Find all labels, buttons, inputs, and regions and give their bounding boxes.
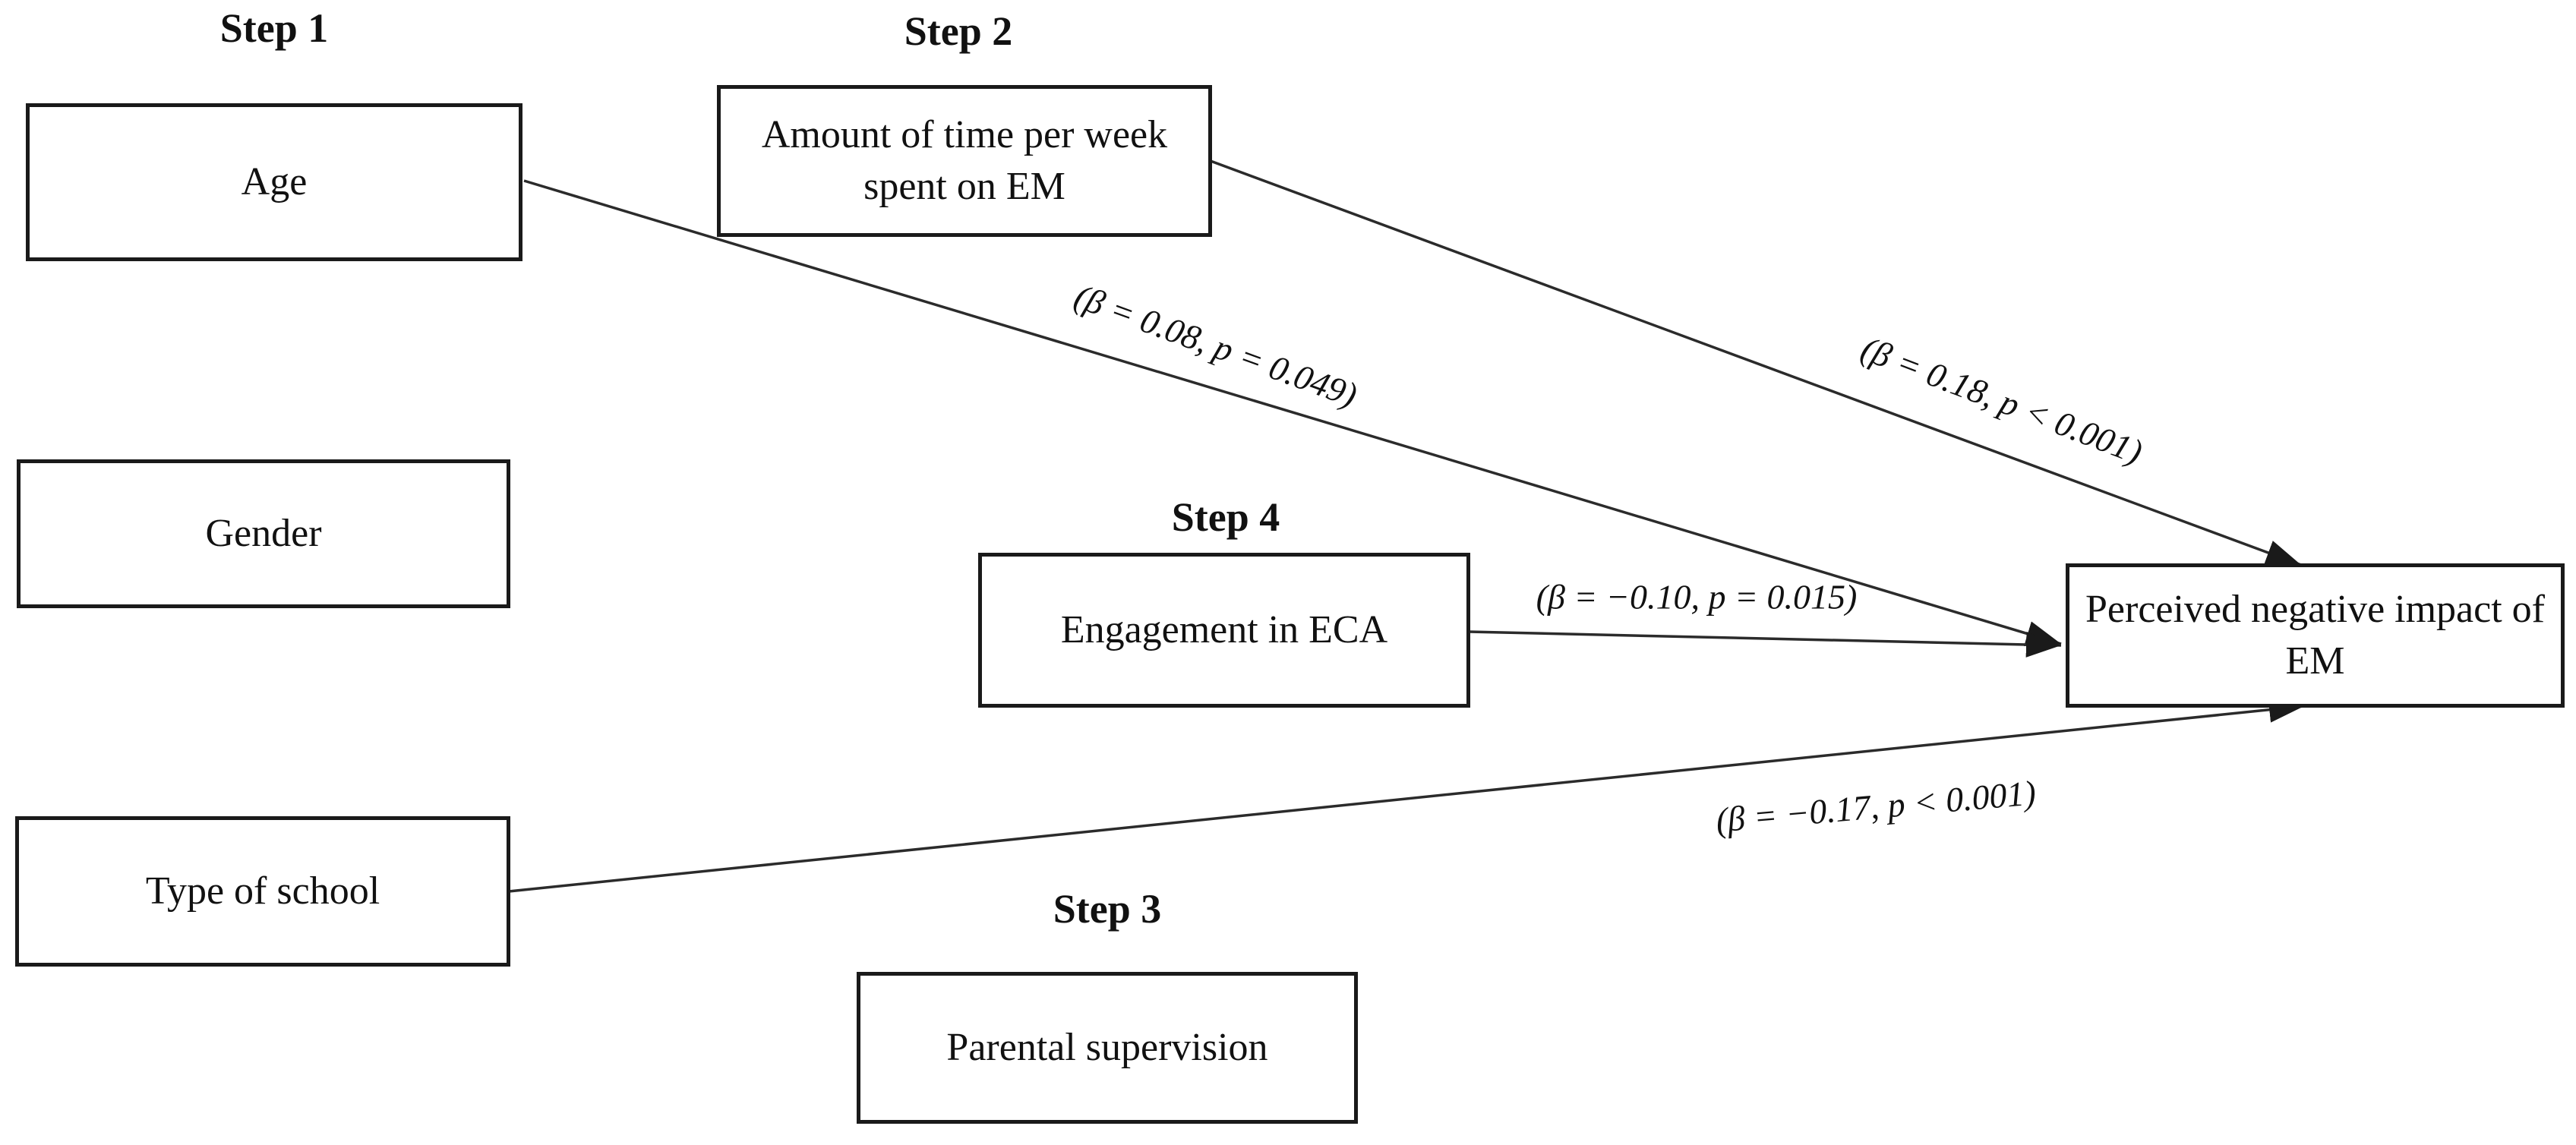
step-heading-2: Step 2 [904,8,1013,54]
node-gender: Gender [17,459,510,608]
node-engagement-eca: Engagement in ECA [978,553,1470,708]
node-time-on-em: Amount of time per week spent on EM [717,85,1212,237]
arrow-time-on-em-to-outcome [1210,159,2302,566]
node-outcome: Perceived negative impact of EM [2066,563,2565,708]
step-heading-3: Step 3 [1053,886,1162,932]
node-age-label: Age [241,160,308,204]
step-heading-1: Step 1 [219,5,329,51]
arrow-engagement-eca-to-outcome [1468,630,2062,658]
path-label-engagement-eca-to-outcome: (β = −0.10, p = 0.015) [1536,577,1858,617]
node-outcome-label: Perceived negative impact of EM [2085,588,2545,683]
node-gender-label: Gender [205,512,322,556]
arrow-type-of-school-to-outcome [508,696,2305,893]
node-type-of-school-label: Type of school [145,869,380,913]
node-type-of-school: Type of school [15,816,510,967]
step-heading-4: Step 4 [1171,494,1280,540]
node-age: Age [26,103,522,261]
arrow-age-to-outcome [523,179,2062,647]
node-parental-supervision: Parental supervision [857,972,1358,1124]
node-engagement-eca-label: Engagement in ECA [1060,608,1388,652]
node-time-on-em-label: Amount of time per week spent on EM [761,113,1168,208]
node-parental-supervision-label: Parental supervision [946,1026,1268,1070]
